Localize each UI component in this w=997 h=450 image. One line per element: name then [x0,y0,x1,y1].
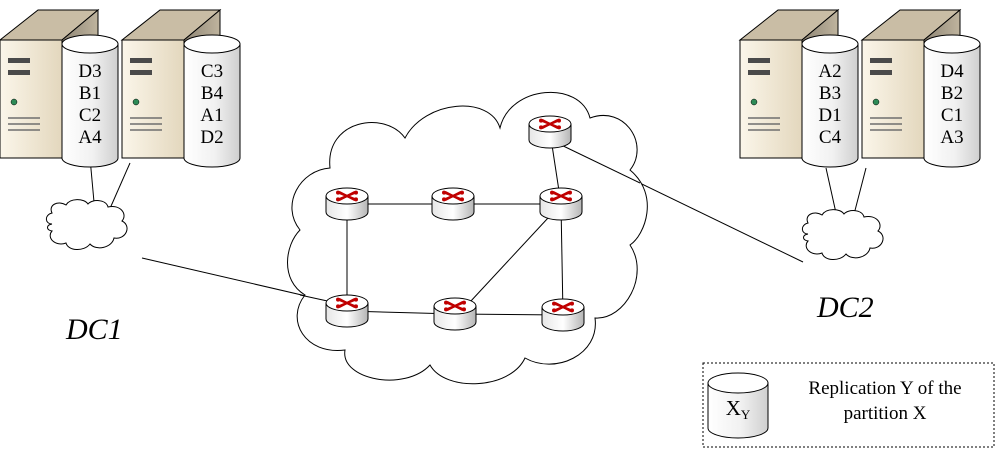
legend-symbol: XY [726,396,751,422]
network-cloud [287,91,648,385]
legend-cylinder-icon [707,372,769,439]
partition-label: D4 [940,61,964,82]
partition-label: D1 [818,105,841,126]
router-icon [325,187,369,221]
router-icon [325,294,369,328]
dc1-label: DC1 [65,313,123,346]
partition-label: A1 [200,105,223,126]
partition-label: A2 [818,61,841,82]
partition-label: B1 [79,83,101,104]
legend-line1: Replication Y of the [808,378,961,399]
partition-label: D3 [78,61,101,82]
partition-label: B3 [819,83,841,104]
partition-label: C3 [201,61,223,82]
dc1-cloud [45,199,128,250]
partition-label: C2 [79,105,101,126]
legend-symbol-main: X [726,396,741,420]
partition-label: B4 [201,83,224,104]
routers [325,115,585,332]
router-icon [431,187,475,221]
partition-label: A3 [940,127,963,148]
link-dc1-server2 [107,162,131,214]
partition-label: D2 [200,127,223,148]
dc2-label: DC2 [816,291,874,324]
partition-label: C1 [941,105,963,126]
partition-label: B2 [941,83,963,104]
legend-line2: partition X [844,403,927,424]
dc2-cloud [801,209,884,260]
router-icon [541,298,585,332]
partition-label: C4 [819,127,842,148]
legend-symbol-sub: Y [741,407,751,422]
partition-label: A4 [78,127,102,148]
router-icon [539,187,583,221]
legend: XY Replication Y of the partition X [702,362,995,448]
router-icon [528,115,572,149]
router-icon [433,297,477,331]
